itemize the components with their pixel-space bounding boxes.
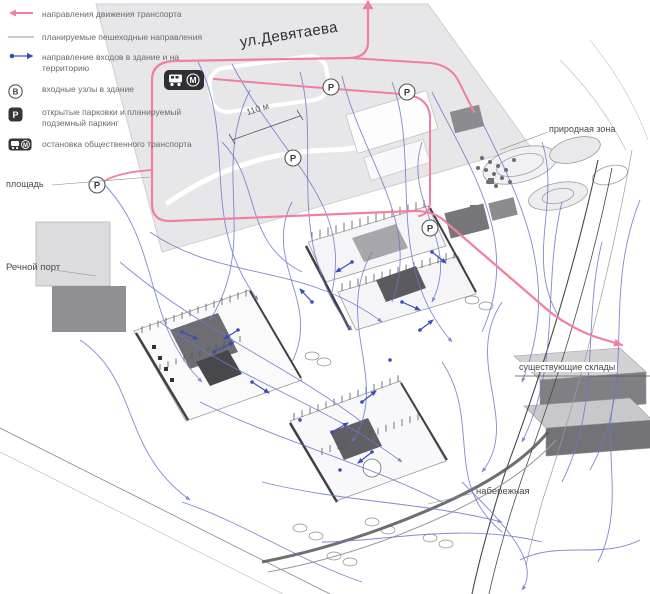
transit-stop-badge: М bbox=[164, 70, 204, 90]
dimension-110m bbox=[228, 109, 304, 145]
nature-zone-label: природная зона bbox=[549, 124, 616, 134]
entrance-node-icon: В bbox=[8, 83, 35, 99]
legend-item-pedestrian-directions: планируемые пешеходные направления bbox=[8, 32, 226, 44]
bus-icon bbox=[169, 74, 182, 87]
parking-marker: P bbox=[284, 149, 302, 167]
parking-marker: P bbox=[398, 83, 416, 101]
legend-label: входные узлы в здание bbox=[42, 84, 134, 95]
legend-label: направления движения транспорта bbox=[42, 8, 182, 19]
river-port-label: Речной порт bbox=[6, 262, 61, 273]
pedestrian-direction-line-icon bbox=[8, 32, 35, 42]
legend-item-entrance-directions: направление входов в здание и на террито… bbox=[8, 51, 226, 74]
legend-label: направление входов в здание и на террито… bbox=[42, 51, 180, 73]
entrance-arrows bbox=[180, 250, 447, 472]
legend-item-transit-stop: М остановка общественного транспорта bbox=[8, 138, 226, 151]
entrance-direction-arrow-icon bbox=[8, 51, 35, 61]
entrance-dots bbox=[180, 250, 434, 472]
svg-text:М: М bbox=[189, 75, 196, 85]
legend-item-entrance-nodes: В входные узлы в здание bbox=[8, 83, 226, 99]
legend-item-parking: P открытые парковки и планируемый подзем… bbox=[8, 107, 226, 130]
svg-text:P: P bbox=[427, 224, 434, 235]
square-label: площадь bbox=[6, 179, 44, 189]
embankment-label: набережная bbox=[476, 486, 530, 497]
parking-marker: P bbox=[322, 78, 340, 96]
metro-icon: М bbox=[186, 73, 200, 87]
river-port-buildings bbox=[35, 221, 126, 332]
pedestrian-paths bbox=[79, 61, 641, 591]
embankment-wall bbox=[261, 431, 557, 573]
legend: направления движения транспорта планируе… bbox=[8, 8, 226, 151]
svg-text:P: P bbox=[290, 154, 297, 165]
svg-text:P: P bbox=[94, 181, 101, 192]
svg-text:P: P bbox=[12, 110, 18, 120]
warehouses-label: существующие склады bbox=[517, 362, 618, 372]
svg-text:P: P bbox=[404, 88, 411, 99]
building-cluster-a bbox=[133, 289, 303, 422]
legend-label: остановка общественного транспорта bbox=[42, 138, 192, 149]
legend-item-transport-directions: направления движения транспорта bbox=[8, 8, 226, 20]
legend-label: планируемые пешеходные направления bbox=[42, 32, 203, 43]
site-boundary-lines bbox=[0, 427, 331, 594]
legend-label: открытые парковки и планируемый подземны… bbox=[42, 107, 182, 129]
transit-stop-icon: М bbox=[8, 138, 35, 151]
parking-marker: P bbox=[88, 176, 106, 194]
band-buildings bbox=[345, 90, 439, 182]
transport-direction-arrow-icon bbox=[8, 8, 35, 18]
tree-dots bbox=[476, 156, 516, 188]
leader-lines bbox=[51, 131, 650, 505]
building-cluster-c bbox=[288, 375, 448, 503]
svg-text:В: В bbox=[13, 87, 19, 96]
svg-text:P: P bbox=[328, 83, 335, 94]
rail-lines bbox=[471, 149, 633, 594]
parking-icon: P bbox=[8, 107, 35, 122]
bush-ellipses bbox=[292, 295, 494, 567]
svg-text:М: М bbox=[23, 143, 28, 149]
parking-marker: P bbox=[421, 219, 439, 237]
